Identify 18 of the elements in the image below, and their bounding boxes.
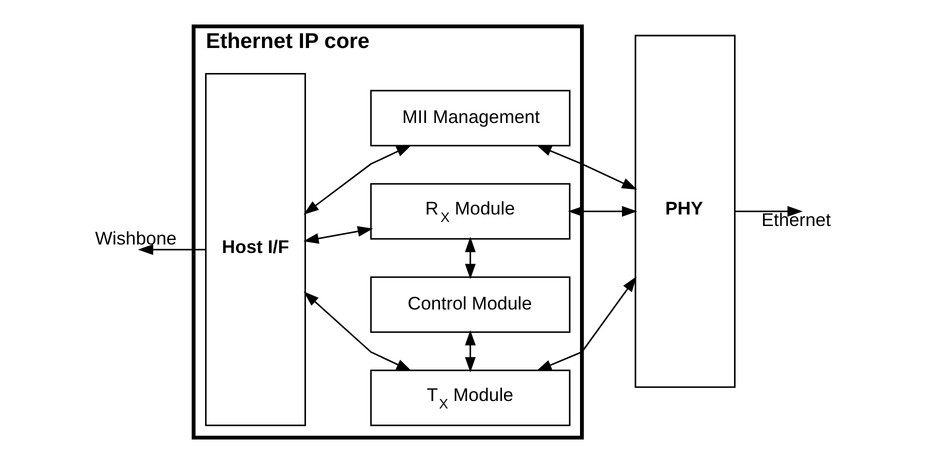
arrow xyxy=(304,291,412,372)
arrow xyxy=(536,144,638,190)
arrow xyxy=(734,206,803,217)
node-box: T$_{X}$ Module xyxy=(370,370,570,426)
arrow xyxy=(568,206,638,217)
arrow xyxy=(304,144,412,215)
arrow xyxy=(536,276,636,372)
arrow xyxy=(464,236,476,280)
node-box: Host I/F xyxy=(205,73,306,426)
edge-label: Wishbone xyxy=(95,227,177,248)
arrow xyxy=(138,244,206,255)
node-box: MII Management xyxy=(370,90,570,146)
edge-label: Ethernet xyxy=(762,209,831,230)
node-box: R$_{X}$ Module xyxy=(370,183,570,240)
node-box: PHY xyxy=(634,34,736,388)
arrow xyxy=(464,330,476,372)
arrow xyxy=(303,226,374,244)
node-box: Control Module xyxy=(370,276,570,333)
